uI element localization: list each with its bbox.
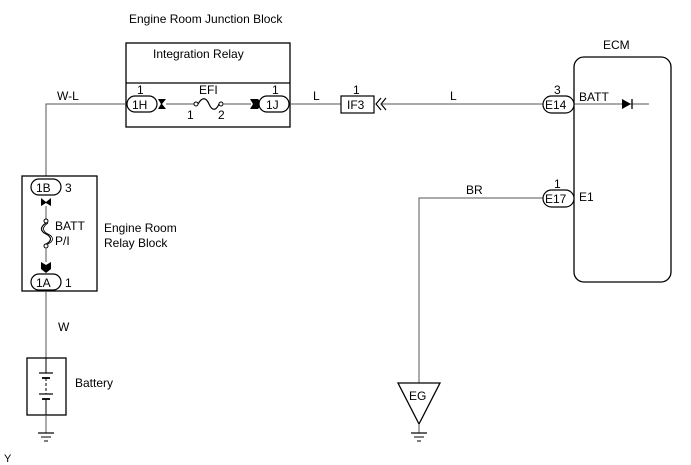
battery: Battery <box>26 357 113 442</box>
wire-color-label: L <box>313 89 320 103</box>
connector-pin: 1 <box>272 83 279 97</box>
fuse-pin-left: 1 <box>187 108 194 122</box>
connector-1j: 1J 1 <box>250 83 290 113</box>
footer-mark: Y <box>4 453 12 465</box>
ecm-box: ECM BATT E1 <box>573 38 672 283</box>
fusible-link-icon <box>40 222 52 245</box>
connector-pin: 1 <box>65 276 72 290</box>
wire-line <box>45 103 126 176</box>
connector-id: 1A <box>36 276 51 290</box>
wire-line <box>418 197 543 383</box>
batt-fuse-label-line2: P/I <box>55 234 70 248</box>
wire-color-label: BR <box>466 183 483 197</box>
wire-w-l: W-L <box>45 89 126 176</box>
connector-shape <box>340 95 375 114</box>
terminal-arrow-icon <box>41 262 51 273</box>
connector-id: E17 <box>545 192 567 206</box>
connector-id: 1J <box>266 98 279 112</box>
wire-color-label: W <box>58 320 70 334</box>
connector-shape <box>126 95 158 113</box>
connector-1h: 1H 1 <box>126 83 166 113</box>
relay-outline <box>125 42 291 128</box>
connector-1a: 1A 1 <box>30 262 72 291</box>
relay-block: Engine Room Relay Block 1B 3 BATT P/I 1A… <box>21 175 177 292</box>
fuse-label: EFI <box>199 83 218 97</box>
ecm-title: ECM <box>603 38 630 52</box>
terminal-arrow-icon <box>41 198 51 206</box>
fuse-terminal-right <box>218 101 224 107</box>
connector-id: E14 <box>545 98 567 112</box>
integration-relay-box: Integration Relay <box>125 42 291 128</box>
relay-block-label-line2: Relay Block <box>104 236 168 250</box>
integration-relay-label: Integration Relay <box>153 47 244 61</box>
ground-point-label: EG <box>409 389 426 403</box>
connector-shape <box>30 273 62 291</box>
ground-point-eg: EG <box>396 382 442 442</box>
wire-color-label: L <box>450 89 457 103</box>
ground-point-triangle <box>396 382 442 426</box>
wire-color-label: W-L <box>57 89 79 103</box>
wire-br: BR <box>418 183 543 383</box>
connector-id: IF3 <box>347 98 365 112</box>
fuse-terminal-bottom <box>43 243 49 249</box>
connector-shape <box>30 178 62 196</box>
connector-pin: 3 <box>65 181 72 195</box>
connector-e14: E14 3 <box>542 83 575 114</box>
ground-icon <box>38 432 54 442</box>
fuse-pin-right: 2 <box>218 108 225 122</box>
connector-e17: E17 1 <box>542 177 575 208</box>
connector-shape <box>258 95 290 113</box>
fuse-terminal-top <box>43 218 49 224</box>
ecm-outline <box>573 56 672 283</box>
wire-w: W <box>45 291 70 358</box>
connector-id: 1B <box>36 181 51 195</box>
diode-icon <box>622 99 631 109</box>
connector-if3: IF3 1 <box>340 83 387 114</box>
wire-l-relay-to-if3: L <box>290 89 341 105</box>
batt-fuse-label-line1: BATT <box>55 219 85 233</box>
ecm-batt-terminal: BATT <box>579 90 609 104</box>
battery-icon <box>39 358 53 415</box>
connector-pin: 1 <box>137 83 144 97</box>
connector-pin: 1 <box>353 83 360 97</box>
ecm-e1-terminal: E1 <box>579 190 594 204</box>
ground-icon <box>411 432 427 442</box>
connector-shape <box>542 189 575 208</box>
relay-block-outline <box>21 175 98 292</box>
connector-shape <box>542 95 575 114</box>
battery-label: Battery <box>75 376 113 390</box>
relay-block-label-line1: Engine Room <box>104 221 177 235</box>
fuse-terminal-left <box>193 101 199 107</box>
connector-pin: 1 <box>554 177 561 191</box>
connector-id: 1H <box>132 98 147 112</box>
fusible-link-icon-outline <box>43 222 53 245</box>
wire-l-if3-to-ecm: L <box>381 89 543 105</box>
junction-block-title: Engine Room Junction Block <box>129 12 283 26</box>
terminal-arrow-icon <box>158 99 166 109</box>
efi-fuse: EFI 1 2 <box>166 83 251 122</box>
connector-1b: 1B 3 <box>30 178 72 206</box>
fuse-icon <box>197 98 220 110</box>
connector-pin: 3 <box>554 83 561 97</box>
